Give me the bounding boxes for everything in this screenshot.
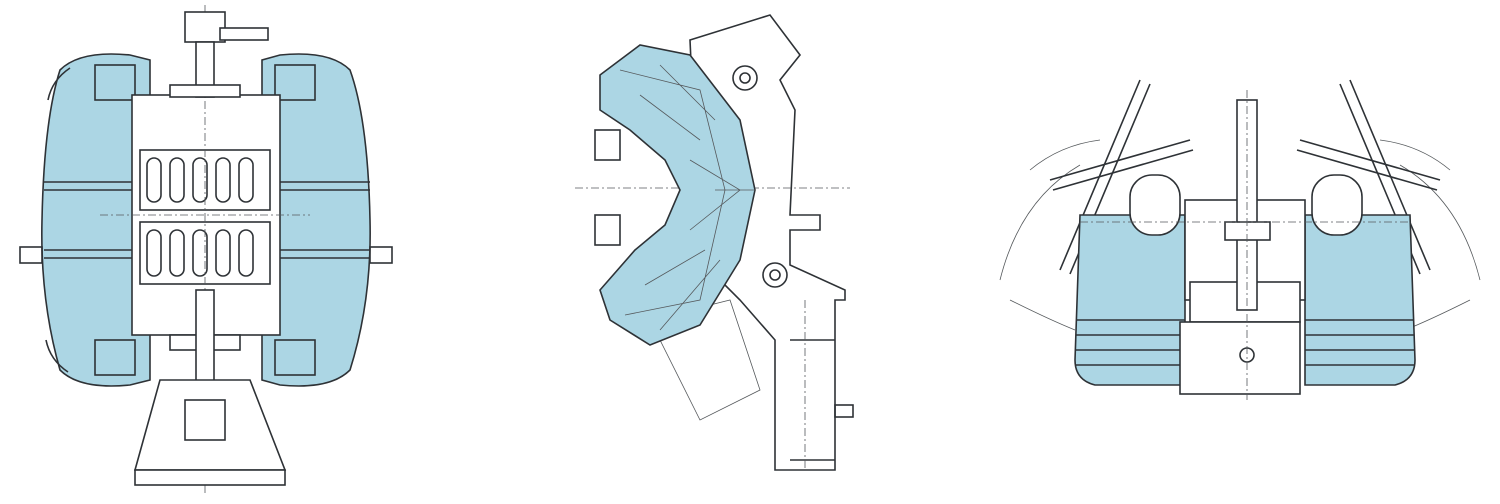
right-gripper-pad (261, 53, 393, 387)
top-actuator (169, 11, 269, 98)
front-view (19, 5, 393, 495)
left-gripper-pad (1074, 174, 1186, 386)
top-view (999, 79, 1481, 400)
left-gripper-pad (19, 53, 151, 387)
center-body (1080, 90, 1410, 400)
side-view (575, 14, 854, 471)
curved-gripper-pad (599, 44, 756, 346)
left-arm-assembly (999, 79, 1194, 331)
base-stand (133, 289, 287, 486)
right-gripper-pad (1304, 174, 1416, 386)
